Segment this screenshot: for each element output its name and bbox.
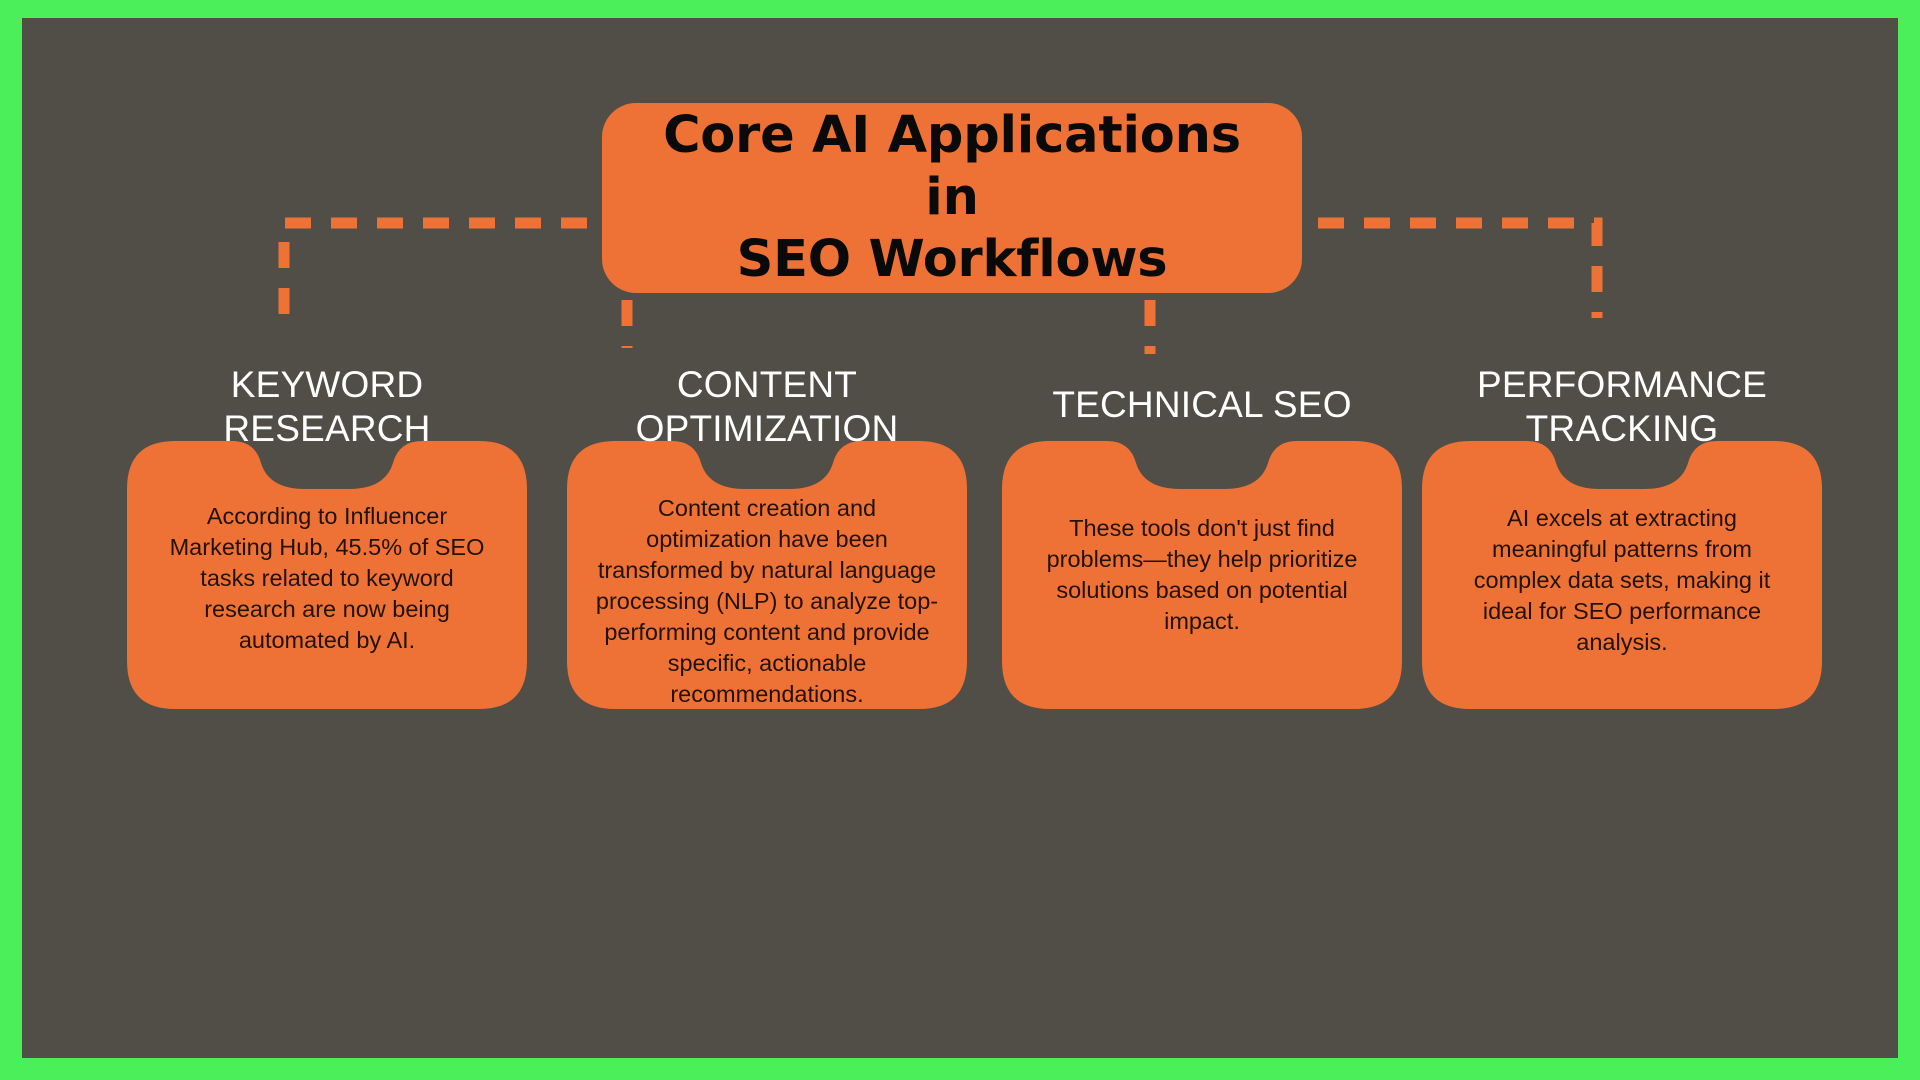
card-shape-performance-tracking xyxy=(1422,441,1822,709)
card-technical-seo: These tools don't just find problems—the… xyxy=(1002,441,1402,709)
branch-title-keyword-research: KEYWORD RESEARCH xyxy=(223,364,431,449)
card-text-technical-seo: These tools don't just find problems—the… xyxy=(1046,515,1358,635)
diagram-canvas: Core AI Applications in SEO Workflows KE… xyxy=(22,18,1898,1058)
branch-title-technical-seo: TECHNICAL SEO xyxy=(1052,384,1352,425)
connector-branch-0 xyxy=(278,217,587,318)
card-keyword-research: According to Influencer Marketing Hub, 4… xyxy=(127,441,527,709)
card-performance-tracking: AI excels at extracting meaningful patte… xyxy=(1422,441,1822,709)
card-shape-keyword-research xyxy=(127,441,527,709)
card-content-optimization: Content creation and optimization have b… xyxy=(567,441,967,709)
card-text-content-optimization: Content creation and optimization have b… xyxy=(595,495,939,708)
center-node-title: Core AI Applications in SEO Workflows xyxy=(663,105,1241,290)
card-shape-content-optimization xyxy=(567,441,967,709)
card-text-keyword-research: According to Influencer Marketing Hub, 4… xyxy=(169,503,485,654)
branch-title-content-optimization: CONTENT OPTIMIZATION xyxy=(635,364,899,449)
connector-branch-3 xyxy=(1318,217,1603,318)
center-node: Core AI Applications in SEO Workflows xyxy=(602,103,1302,293)
card-text-performance-tracking: AI excels at extracting meaningful patte… xyxy=(1473,505,1771,656)
card-shape-technical-seo xyxy=(1002,441,1402,709)
branch-title-performance-tracking: PERFORMANCE TRACKING xyxy=(1477,364,1767,449)
